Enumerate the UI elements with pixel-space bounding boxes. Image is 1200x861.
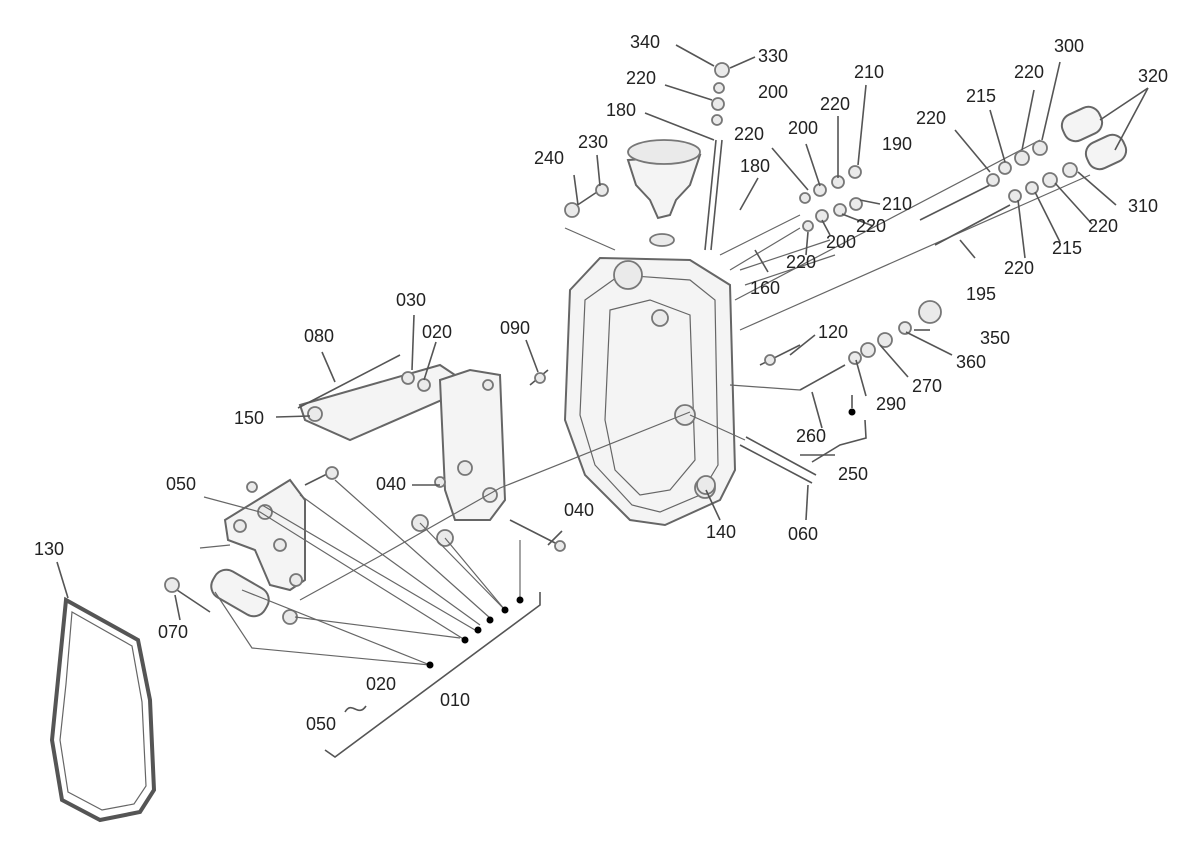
part-label-360: 360 xyxy=(956,352,986,372)
lower-bracket xyxy=(223,478,306,592)
left-bracket xyxy=(298,363,462,442)
part-label-215: 215 xyxy=(966,86,996,106)
part-label-200: 200 xyxy=(788,118,818,138)
part-label-230: 230 xyxy=(578,132,608,152)
part-label-320: 320 xyxy=(1138,66,1168,86)
dot-markers xyxy=(426,408,856,669)
part-label-200: 200 xyxy=(826,232,856,252)
part-label-220: 220 xyxy=(1088,216,1118,236)
part-label-290: 290 xyxy=(876,394,906,414)
part-label-040: 040 xyxy=(564,500,594,520)
part-label-010: 010 xyxy=(440,690,470,710)
part-label-310: 310 xyxy=(1128,196,1158,216)
leader-lines xyxy=(56,44,1149,758)
gasket-130 xyxy=(49,596,157,823)
part-label-020: 020 xyxy=(422,322,452,342)
part-label-220: 220 xyxy=(1014,62,1044,82)
part-label-220: 220 xyxy=(820,94,850,114)
part-label-220: 220 xyxy=(626,68,656,88)
part-label-220: 220 xyxy=(856,216,886,236)
part-label-300: 300 xyxy=(1054,36,1084,56)
part-label-190: 190 xyxy=(882,134,912,154)
part-label-260: 260 xyxy=(796,426,826,446)
part-label-210: 210 xyxy=(854,62,884,82)
part-label-050: 050 xyxy=(306,714,336,734)
center-plate xyxy=(438,368,507,521)
boot-cover xyxy=(626,153,702,220)
part-label-130: 130 xyxy=(34,539,64,559)
part-label-050: 050 xyxy=(166,474,196,494)
part-label-270: 270 xyxy=(912,376,942,396)
part-label-330: 330 xyxy=(758,46,788,66)
part-label-020: 020 xyxy=(366,674,396,694)
part-label-150: 150 xyxy=(234,408,264,428)
part-label-090: 090 xyxy=(500,318,530,338)
part-labels: 340 330 220 200 180 220 210 220 200 300 … xyxy=(34,32,1168,734)
part-label-215: 215 xyxy=(1052,238,1082,258)
part-label-030: 030 xyxy=(396,290,426,310)
part-label-180: 180 xyxy=(740,156,770,176)
part-label-140: 140 xyxy=(706,522,736,542)
part-label-180: 180 xyxy=(606,100,636,120)
parts-drawing xyxy=(49,62,1128,823)
part-label-210: 210 xyxy=(882,194,912,214)
part-label-220: 220 xyxy=(734,124,764,144)
part-label-060: 060 xyxy=(788,524,818,544)
part-label-220: 220 xyxy=(786,252,816,272)
part-label-070: 070 xyxy=(158,622,188,642)
part-label-350: 350 xyxy=(980,328,1010,348)
part-label-340: 340 xyxy=(630,32,660,52)
part-label-200: 200 xyxy=(758,82,788,102)
part-label-240: 240 xyxy=(534,148,564,168)
part-label-220: 220 xyxy=(1004,258,1034,278)
part-label-195: 195 xyxy=(966,284,996,304)
part-label-040: 040 xyxy=(376,474,406,494)
part-label-160: 160 xyxy=(750,278,780,298)
part-label-080: 080 xyxy=(304,326,334,346)
part-label-120: 120 xyxy=(818,322,848,342)
part-label-250: 250 xyxy=(838,464,868,484)
part-label-220: 220 xyxy=(916,108,946,128)
